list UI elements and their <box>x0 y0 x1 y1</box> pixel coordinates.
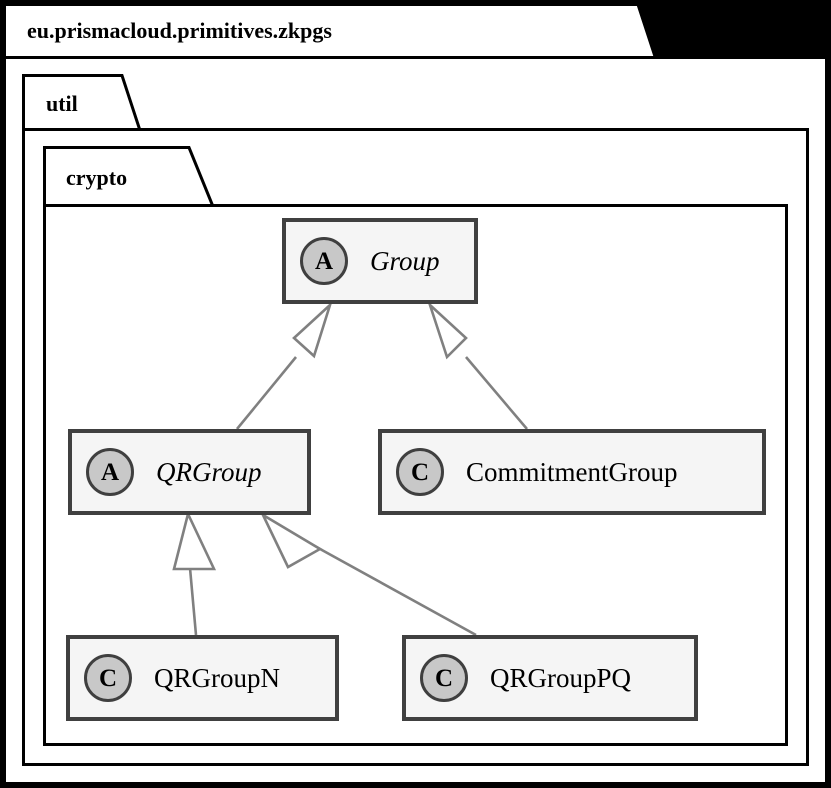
class-name-group: Group <box>370 245 440 276</box>
class-box-group[interactable]: A Group <box>282 218 478 304</box>
package-tab-root[interactable]: eu.prismacloud.primitives.zkpgs <box>3 3 659 61</box>
abstract-badge-icon: A <box>86 448 134 496</box>
class-name-qrgroupn: QRGroupN <box>154 662 280 693</box>
package-tab-util[interactable]: util <box>22 74 143 132</box>
package-tab-crypto[interactable]: crypto <box>43 146 216 208</box>
class-badge-icon: C <box>420 654 468 702</box>
class-name-qrgrouppq: QRGroupPQ <box>490 662 632 693</box>
class-name-commitmentgroup: CommitmentGroup <box>466 456 678 487</box>
class-name-qrgroup: QRGroup <box>156 456 262 487</box>
class-box-qrgroupn[interactable]: C QRGroupN <box>66 635 339 721</box>
package-name-util: util <box>46 91 78 116</box>
class-badge-icon: C <box>396 448 444 496</box>
abstract-badge-icon: A <box>300 237 348 285</box>
class-box-qrgroup[interactable]: A QRGroup <box>68 429 311 515</box>
class-badge-icon: C <box>84 654 132 702</box>
class-box-commitmentgroup[interactable]: C CommitmentGroup <box>378 429 766 515</box>
package-name-crypto: crypto <box>66 165 128 190</box>
package-name-root: eu.prismacloud.primitives.zkpgs <box>27 18 332 43</box>
package-tab-util-shape <box>22 74 143 132</box>
class-box-qrgrouppq[interactable]: C QRGroupPQ <box>402 635 698 721</box>
